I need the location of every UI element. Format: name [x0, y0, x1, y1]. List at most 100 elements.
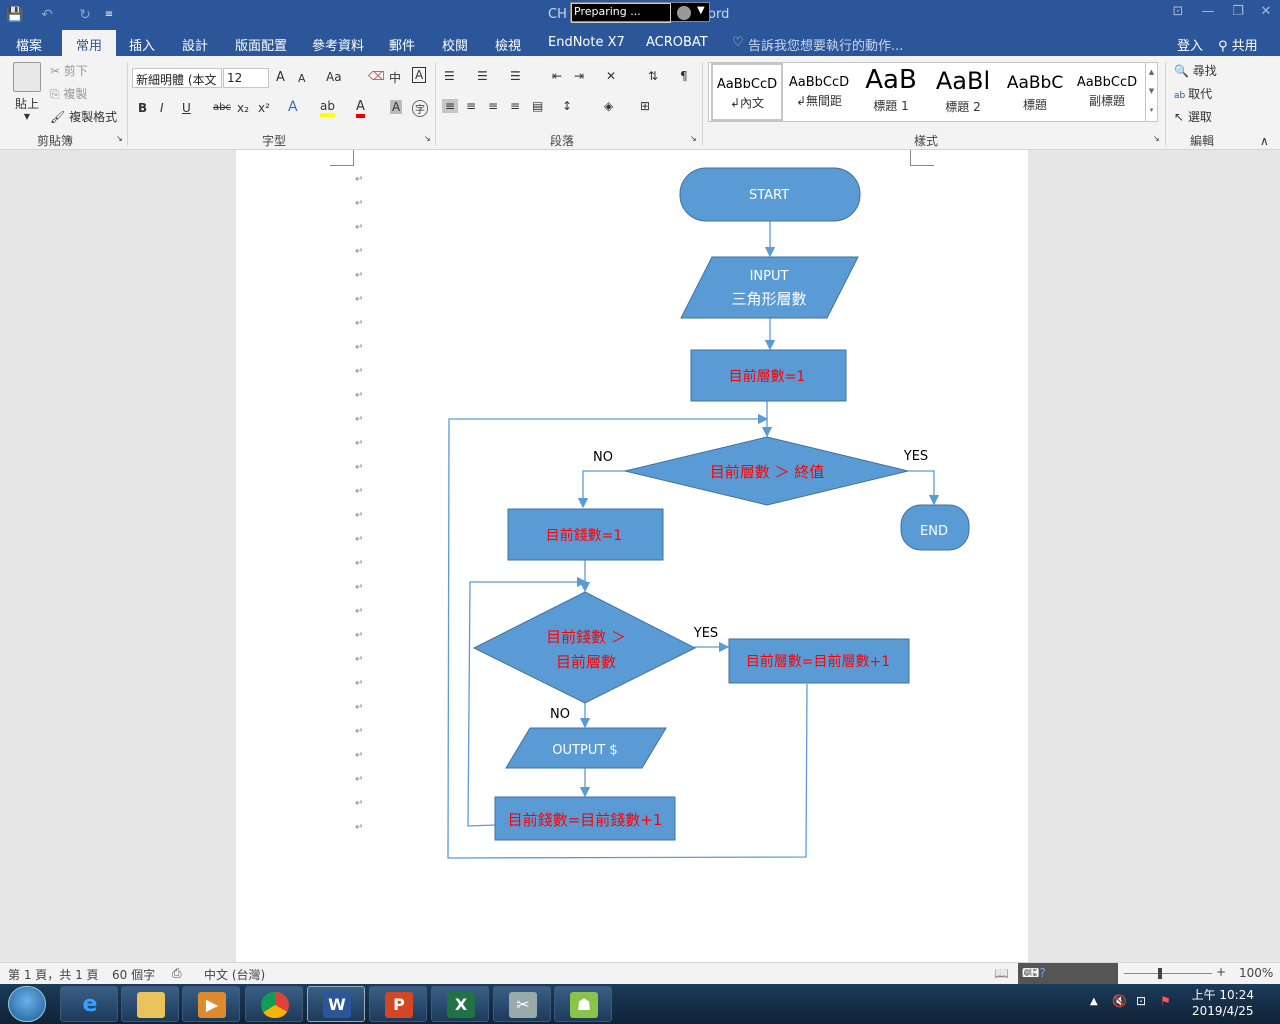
- taskbar-word[interactable]: W: [307, 986, 365, 1022]
- proofing-icon[interactable]: ⎙: [172, 966, 182, 980]
- save-icon[interactable]: 💾: [6, 7, 24, 23]
- layer-condition-diamond[interactable]: [624, 436, 909, 506]
- volume-icon[interactable]: 🔇: [1112, 994, 1127, 1008]
- style-normal[interactable]: AaBbCcD↲內文: [711, 63, 783, 121]
- page-count[interactable]: 第 1 頁，共 1 頁: [8, 968, 99, 982]
- line-spacing-icon[interactable]: ↕: [562, 99, 573, 113]
- borders-icon[interactable]: ⊞: [640, 99, 651, 113]
- start-terminal[interactable]: [679, 167, 861, 222]
- tab-acrobat[interactable]: ACROBAT: [646, 35, 708, 50]
- character-shading-icon[interactable]: A: [390, 100, 403, 114]
- show-marks-icon[interactable]: ¶: [680, 69, 688, 83]
- subscript-button[interactable]: x₂: [237, 101, 249, 115]
- bullets-icon[interactable]: ☰: [444, 69, 455, 83]
- zoom-slider[interactable]: [1124, 973, 1212, 974]
- phonetic-guide-icon[interactable]: 中: [389, 71, 402, 85]
- styles-scroll[interactable]: ▲▼▾: [1145, 63, 1157, 121]
- chevron-down-icon[interactable]: ▼: [697, 5, 705, 16]
- zoom-level[interactable]: 100%: [1239, 966, 1274, 980]
- decrease-indent-icon[interactable]: ⇤: [552, 69, 563, 83]
- enclose-characters-icon[interactable]: 字: [412, 100, 428, 117]
- clock[interactable]: 上午 10:24 2019/4/25: [1192, 987, 1254, 1019]
- tab-review[interactable]: 校閱: [442, 39, 469, 54]
- inc-money-box[interactable]: [494, 796, 676, 841]
- zoom-in-icon[interactable]: +: [1216, 965, 1227, 979]
- read-mode-icon[interactable]: 📖: [994, 966, 1009, 980]
- language-indicator[interactable]: 中文 (台灣): [204, 968, 266, 982]
- sort-icon[interactable]: ⇅: [648, 69, 659, 83]
- align-center-icon[interactable]: ≡: [466, 99, 477, 113]
- distributed-icon[interactable]: ▤: [532, 99, 544, 113]
- font-color-icon[interactable]: A: [356, 99, 365, 118]
- taskbar-powerpoint[interactable]: P: [369, 986, 427, 1022]
- replace-button[interactable]: ab 取代: [1174, 85, 1212, 102]
- minimize-button[interactable]: —: [1201, 4, 1215, 19]
- taskbar-chrome[interactable]: [245, 986, 303, 1022]
- inc-layer-box[interactable]: [728, 638, 910, 684]
- shading-icon[interactable]: ◈: [604, 99, 614, 113]
- ribbon-display-options-icon[interactable]: ⊡: [1172, 4, 1184, 19]
- customize-quick-access-icon[interactable]: ≡: [104, 9, 114, 20]
- align-left-icon[interactable]: ≡: [442, 99, 459, 113]
- action-center-icon[interactable]: ⚑: [1160, 994, 1171, 1008]
- clear-format-icon[interactable]: ⌫: [368, 69, 385, 83]
- restore-button[interactable]: ❐: [1232, 4, 1244, 19]
- tab-layout[interactable]: 版面配置: [235, 39, 288, 54]
- tab-mailings[interactable]: 郵件: [389, 39, 416, 54]
- justify-icon[interactable]: ≡: [510, 99, 521, 113]
- show-hidden-icons[interactable]: ▲: [1090, 996, 1098, 1007]
- undo-icon[interactable]: ↶: [41, 7, 53, 23]
- tab-home[interactable]: 常用: [62, 30, 117, 56]
- find-button[interactable]: 🔍 尋找: [1174, 62, 1217, 79]
- numbering-icon[interactable]: ☰: [477, 69, 488, 83]
- word-count[interactable]: 60 個字: [112, 968, 156, 982]
- grow-font-button[interactable]: A: [276, 70, 285, 85]
- format-painter-button[interactable]: 🖌 複製格式: [50, 108, 117, 125]
- money-condition-diamond[interactable]: [472, 591, 697, 704]
- underline-button[interactable]: U: [182, 101, 191, 115]
- taskbar-ie[interactable]: e: [60, 986, 118, 1022]
- zoom-thumb[interactable]: [1158, 968, 1162, 979]
- output-parallelogram[interactable]: [505, 727, 667, 769]
- increase-indent-icon[interactable]: ⇥: [574, 69, 585, 83]
- character-border-icon[interactable]: A: [412, 67, 427, 83]
- sign-in-link[interactable]: 登入: [1177, 39, 1204, 54]
- taskbar-media[interactable]: ▶: [182, 986, 240, 1022]
- close-button[interactable]: ✕: [1260, 4, 1272, 19]
- dialog-launcher-icon[interactable]: ↘: [690, 134, 697, 143]
- tab-insert[interactable]: 插入: [129, 39, 156, 54]
- asian-layout-icon[interactable]: ✕: [606, 69, 617, 83]
- change-case-button[interactable]: Aa: [326, 70, 342, 84]
- tab-endnote[interactable]: EndNote X7: [548, 35, 625, 50]
- strikethrough-button[interactable]: abc: [213, 102, 231, 113]
- dialog-launcher-icon[interactable]: ↘: [116, 134, 123, 143]
- end-terminal[interactable]: [900, 504, 970, 551]
- taskbar-excel[interactable]: X: [431, 986, 489, 1022]
- text-effects-icon[interactable]: A: [288, 99, 298, 115]
- cut-button[interactable]: ✂ 剪下: [50, 62, 88, 79]
- init-money-box[interactable]: [507, 508, 664, 561]
- input-parallelogram[interactable]: [680, 256, 859, 319]
- font-name-combo[interactable]: 新細明體 (本文: [132, 68, 222, 88]
- preparing-dropdown[interactable]: Preparing ... ▼: [570, 2, 710, 23]
- init-layer-box[interactable]: [690, 349, 847, 402]
- tab-design[interactable]: 設計: [182, 39, 209, 54]
- superscript-button[interactable]: x²: [258, 101, 270, 115]
- dialog-launcher-icon[interactable]: ↘: [424, 134, 431, 143]
- network-icon[interactable]: ⊡: [1136, 994, 1147, 1008]
- redo-icon[interactable]: ↻: [79, 7, 91, 23]
- select-button[interactable]: ↖ 選取: [1174, 108, 1212, 125]
- taskbar-snipping[interactable]: ✂: [493, 986, 551, 1022]
- font-size-combo[interactable]: 12: [223, 68, 269, 88]
- tell-me-box[interactable]: 告訴我您想要執行的動作...: [748, 39, 904, 54]
- align-right-icon[interactable]: ≡: [488, 99, 499, 113]
- tab-references[interactable]: 參考資料: [312, 39, 365, 54]
- dialog-launcher-icon[interactable]: ↘: [1153, 134, 1160, 143]
- italic-button[interactable]: I: [160, 101, 164, 115]
- bold-button[interactable]: B: [138, 101, 148, 115]
- collapse-ribbon-icon[interactable]: ∧: [1260, 134, 1269, 148]
